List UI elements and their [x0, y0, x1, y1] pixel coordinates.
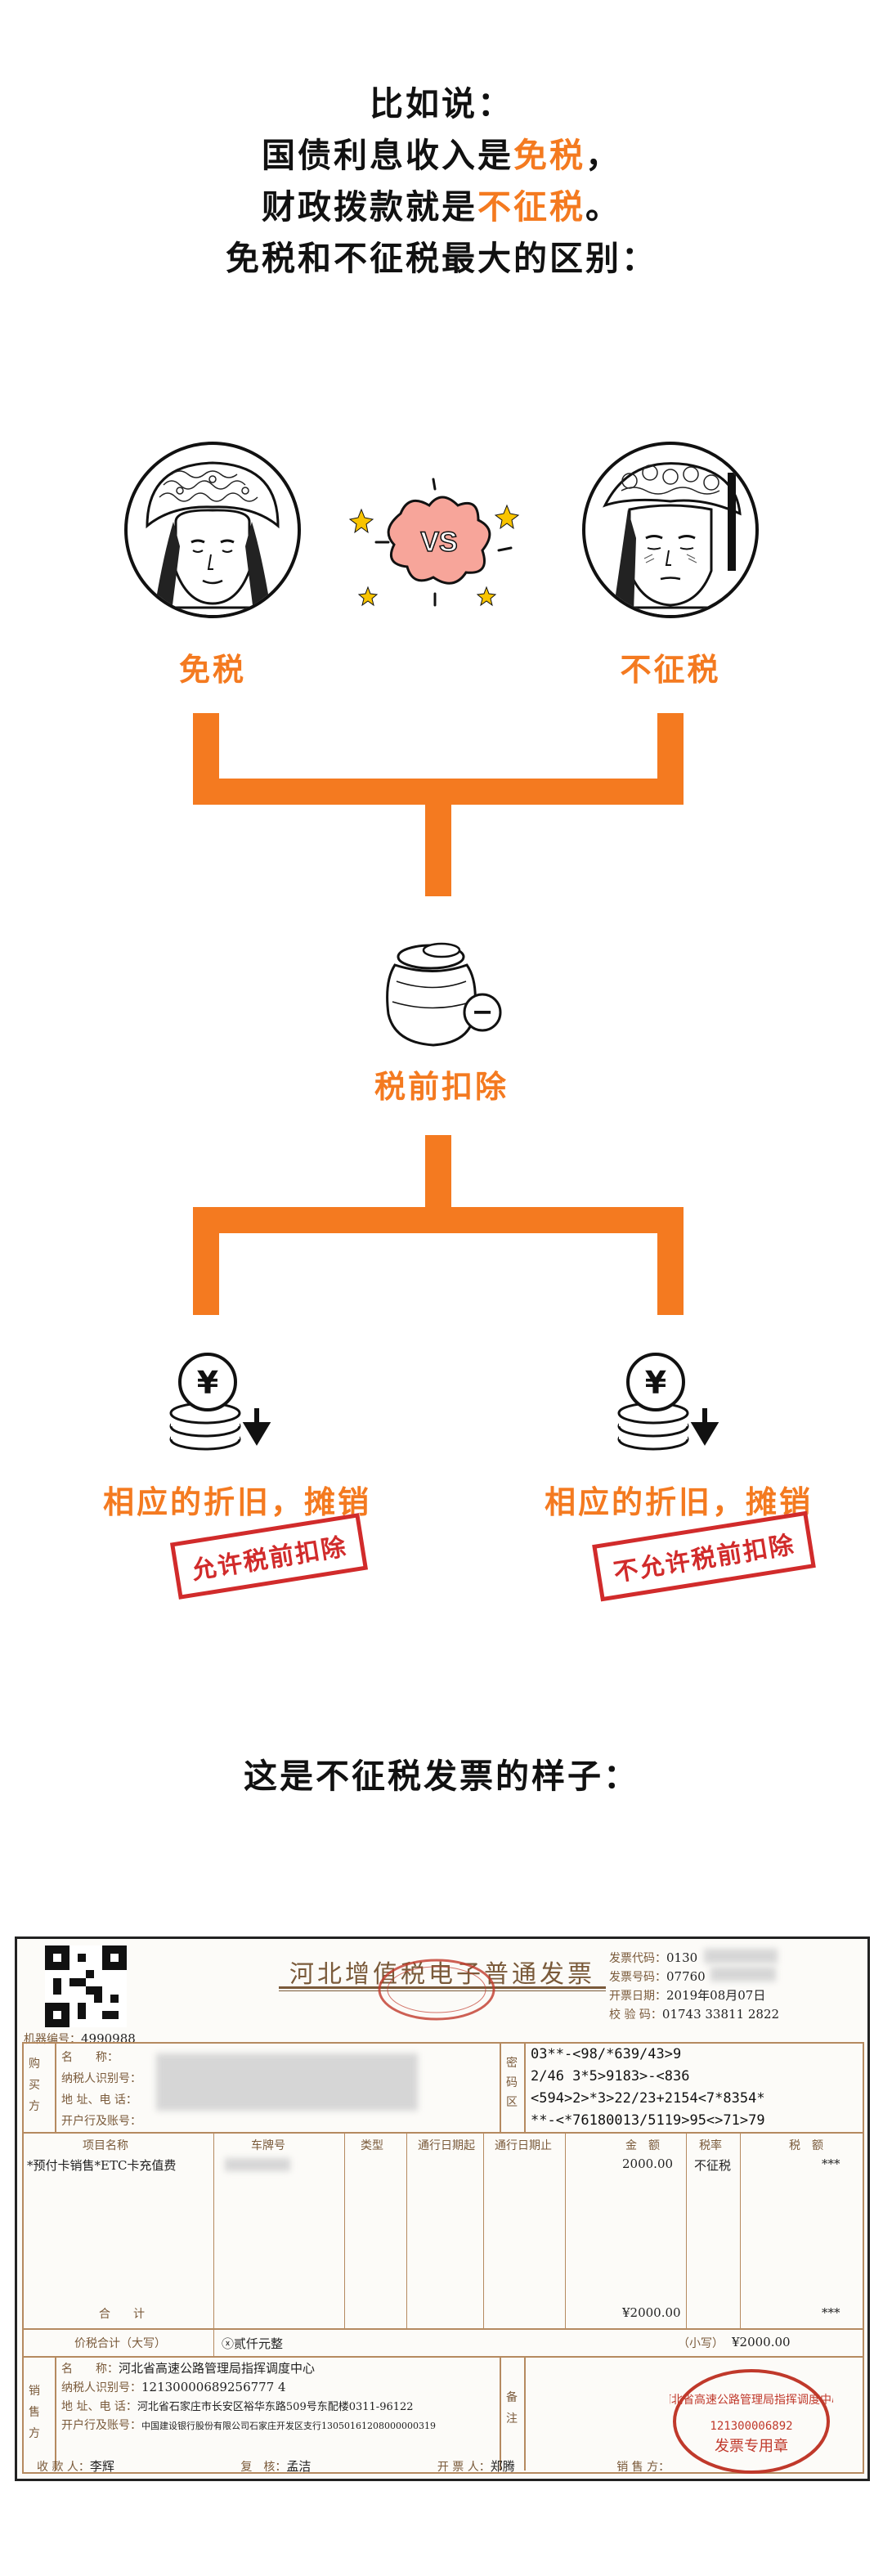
total-label: 合 计: [99, 2308, 145, 2321]
col-item-name: 项目名称: [83, 2139, 128, 2152]
left-coin-stack-down-icon: ¥: [169, 1353, 271, 1451]
left-branch-text: 相应的折旧，摊销: [102, 1484, 371, 1520]
row-line-2: [22, 2328, 863, 2330]
lower-bracket-horizontal: [193, 1207, 684, 1233]
right-portrait-illustration: [582, 442, 759, 618]
row-line-3: [22, 2356, 863, 2358]
col-tax: 税 额: [789, 2139, 823, 2152]
intro-text: 比如说： 国债利息收入是免税， 财政拨款就是不征税。 免税和不征税最大的区别：: [0, 79, 883, 285]
right-coin-stack-down-icon: ¥: [617, 1353, 719, 1451]
redacted-plate: [225, 2158, 290, 2171]
total-amount: ¥2000.00: [622, 2305, 681, 2320]
col-line-remark-right: [524, 2356, 526, 2471]
invoice-date-row: 开票日期：2019年08月07日: [609, 1988, 766, 2003]
redacted-buyer: [156, 2053, 418, 2111]
col-line-c: [406, 2134, 407, 2328]
invoice-footer: 收 款 人：李辉 复 核：孟洁 开 票 人：郑腾 销 售 方：: [37, 2459, 670, 2474]
col-line-f: [686, 2134, 687, 2328]
seal-top-text: 河北省高速公路管理局指挥调度中心: [670, 2393, 833, 2407]
buyer-field-labels: 名 称： 纳税人识别号： 地 址、电 话： 开户行及账号：: [61, 2051, 141, 2128]
col-line-pricetax: [213, 2328, 214, 2356]
seller-taxid-row: 纳税人识别号：12130000689256777 4: [61, 2380, 286, 2394]
item-name: *预付卡销售*ETC卡充值费: [27, 2158, 177, 2173]
item-rate: 不征税: [694, 2158, 732, 2173]
intro-line-4: 免税和不征税最大的区别：: [226, 239, 657, 278]
money-bag-minus-icon: −: [386, 942, 502, 1047]
small-amount: ¥2000.00: [732, 2335, 791, 2349]
vs-burst-icon: VS: [348, 478, 520, 607]
intro-line-1: 比如说：: [370, 84, 513, 123]
total-tax: ***: [822, 2305, 840, 2320]
small-label: （小写）: [678, 2337, 724, 2350]
invoice-image: 机器编号：4990988 河北增值税电子普通发票 发票代码：0130 发票号码：…: [15, 1936, 870, 2481]
vs-text: VS: [420, 527, 457, 558]
col-line-g: [740, 2134, 741, 2328]
col-line-d: [483, 2134, 484, 2328]
cipher-block: 03**-<98/*639/43>9 2/46 3*5>9183>-<836 <…: [531, 2046, 765, 2129]
col-line-cipher-right: [524, 2042, 526, 2134]
title-underline: [279, 1986, 606, 1989]
col-line-remark-left: [500, 2356, 501, 2471]
price-tax-words: ⓧ贰仟元整: [222, 2336, 284, 2351]
row-line-1: [22, 2132, 863, 2134]
col-line-a: [213, 2134, 214, 2328]
minus-symbol: −: [472, 996, 494, 1027]
yuan-symbol-right: ¥: [645, 1365, 666, 1401]
bracket-horizontal: [193, 779, 684, 805]
invoice-seal-icon: 河北省高速公路管理局指挥调度中心 121300006892 发票专用章: [670, 2369, 833, 2474]
seller-side-label: 销售方: [29, 2385, 40, 2440]
seller-name-row: 名 称：河北省高速公路管理局指挥调度中心: [61, 2361, 316, 2376]
top-tax-seal-icon: [378, 1959, 495, 2021]
item-tax: ***: [822, 2156, 840, 2171]
right-label-non-taxable: 不征税: [620, 652, 721, 688]
left-portrait-illustration: [124, 442, 301, 618]
cipher-side-label: 密码区: [506, 2057, 518, 2109]
col-line-b: [344, 2134, 345, 2328]
item-amount: 2000.00: [622, 2156, 674, 2171]
col-type: 类型: [361, 2139, 383, 2152]
col-end-date: 通行日期止: [495, 2139, 552, 2152]
lower-bracket-left-vertical: [193, 1207, 219, 1315]
invoice-header-info: 发票代码：0130 发票号码：07760 开票日期：2019年08月07日 校 …: [609, 1949, 779, 2024]
buyer-side-label: 购买方: [29, 2058, 40, 2113]
invoice-number-row: 发票号码：07760: [609, 1969, 706, 1984]
invoice-table-frame: [22, 2042, 864, 2474]
bracket-stem: [425, 805, 451, 896]
invoice-caption: 这是不征税发票的样子：: [244, 1757, 639, 1796]
right-branch-text: 相应的折旧，摊销: [544, 1484, 813, 1520]
middle-label-pretax-deduction: 税前扣除: [374, 1069, 509, 1105]
qr-code-icon: [45, 1945, 127, 2027]
seller-info: 名 称：河北省高速公路管理局指挥调度中心 纳税人识别号：121300006892…: [61, 2359, 436, 2435]
col-line-cipher-left: [500, 2042, 501, 2134]
col-rate: 税率: [699, 2139, 722, 2152]
seal-mid-text: 121300006892: [710, 2420, 792, 2433]
col-start-date: 通行日期起: [418, 2139, 475, 2152]
invoice-title: 河北增值税电子普通发票: [289, 1960, 595, 1989]
stamp-allowed-deduction: 允许税前扣除: [169, 1513, 369, 1600]
invoice-code-row: 发票代码：0130: [609, 1950, 698, 1965]
seller-addr-row: 地 址、电 话：河北省石家庄市长安区裕华东路509号东配楼0311-96122: [61, 2400, 414, 2413]
redacted-code: [704, 1949, 778, 1963]
col-line-seller: [55, 2356, 56, 2471]
seller-bank-row: 开户行及账号：中国建设银行股份有限公司石家庄开发区支行1305016120800…: [61, 2419, 436, 2432]
lower-bracket-right-vertical: [657, 1207, 684, 1315]
title-underline-2: [279, 1990, 606, 1991]
price-tax-label: 价税合计（大写）: [74, 2337, 166, 2350]
seal-bottom-text: 发票专用章: [715, 2438, 788, 2455]
remark-label: 备注: [506, 2391, 518, 2426]
invoice-check-row: 校 验 码：01743 33811 2822: [609, 2007, 780, 2022]
stamp-not-allowed-deduction: 不允许税前扣除: [592, 1510, 816, 1602]
col-line-buyer: [55, 2042, 56, 2134]
col-line-e: [565, 2134, 566, 2328]
left-label-exempt: 免税: [178, 652, 246, 688]
redacted-number: [710, 1967, 776, 1981]
intro-line-2: 国债利息收入是免税，: [262, 136, 621, 175]
intro-line-3: 财政拨款就是不征税。: [262, 187, 621, 227]
col-amount: 金 额: [625, 2139, 660, 2152]
yuan-symbol-left: ¥: [197, 1365, 218, 1401]
col-plate: 车牌号: [251, 2139, 285, 2152]
